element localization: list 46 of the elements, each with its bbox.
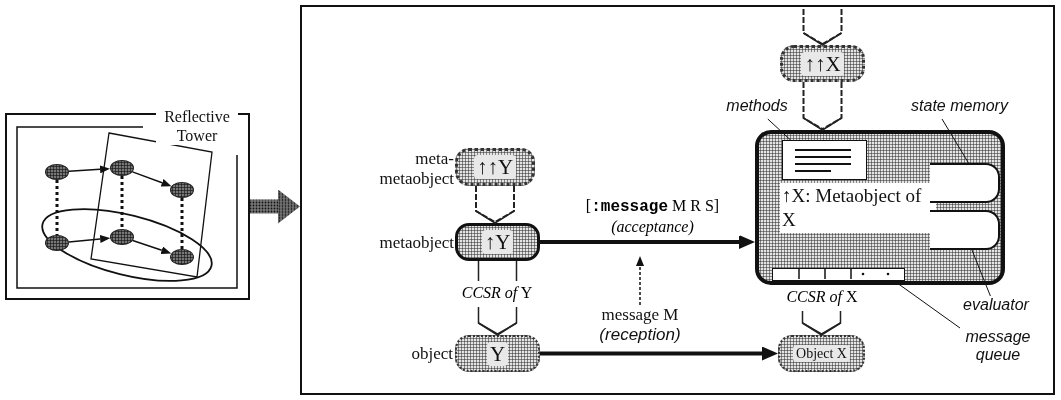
callout-text: message M [600,305,680,325]
methods-panel [782,140,867,180]
arrow [68,165,111,174]
tower-node-ellipse [170,182,194,198]
tower-node-ellipse [45,164,69,180]
callout-text: methods [712,97,802,119]
derivation-arrow [801,310,842,336]
message-queue-bar [772,268,905,281]
level-label: meta- metaobject [378,149,454,189]
arrow [540,346,778,361]
derivation-arrow [802,8,843,46]
tower-node-ellipse [110,160,134,176]
arrow [636,256,644,306]
callout-text: evaluator [940,296,1052,318]
metaobject-box [755,130,1005,285]
memory-slot [930,163,1000,203]
tower-node-ellipse [45,235,69,251]
transition-arrow [250,189,300,224]
derivation-arrow [477,260,518,336]
node-label: ↑X: Metaobject of X [780,183,936,233]
dashed-link [120,176,124,229]
object-box [778,335,865,372]
callout-note: (reception) [598,325,682,345]
dashed-link [180,198,184,249]
arrow [131,171,172,187]
callout-text: message queue [948,328,1048,380]
arrow [132,239,172,255]
level-label: object [410,344,453,364]
tower-node-ellipse [110,229,134,245]
node-label: ↑Y [481,230,514,254]
derivation-arrow [475,185,515,224]
leader-line [767,118,791,141]
node-label: ↑↑Y [473,155,517,179]
node-label: Y [486,341,509,366]
node-label: ↑↑X [801,51,844,76]
dashed-link [55,180,59,235]
arrow [68,235,111,243]
memory-slot [930,210,1000,250]
node-label: Object X [793,345,850,362]
callout-text: state memory [872,97,1047,119]
arrow [540,235,755,249]
derivation-arrow [802,81,843,131]
meta-metaobject-box [780,45,865,82]
level-label: metaobject [378,233,454,253]
tower-node-ellipse [170,249,194,265]
panel-title: Reflective Tower [156,107,238,145]
